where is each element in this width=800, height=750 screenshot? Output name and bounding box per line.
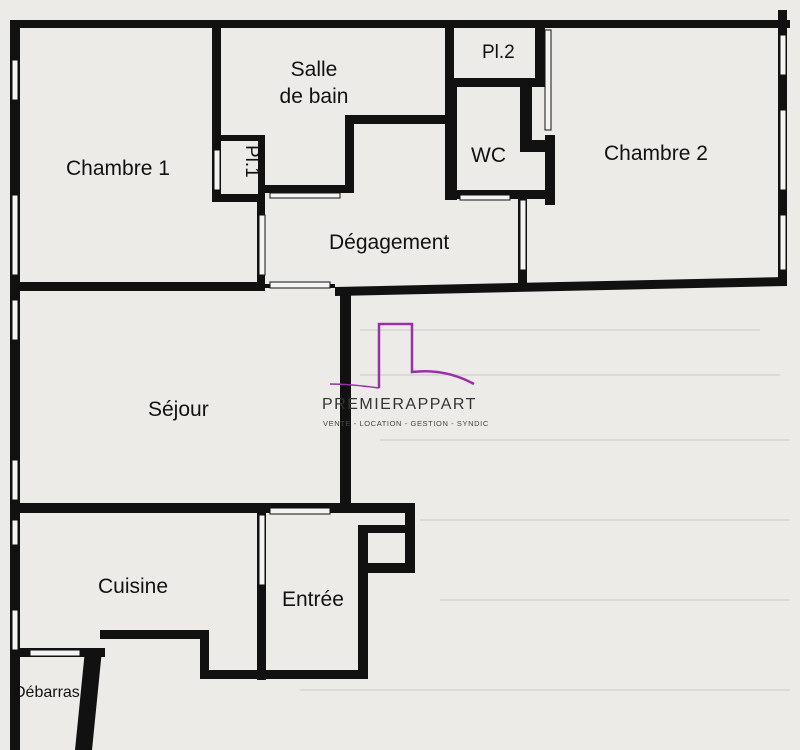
room-label-sejour: Séjour — [148, 398, 209, 421]
premierappart-logo: PREMIERAPPART VENTE - LOCATION - GESTION… — [322, 322, 489, 428]
room-label-entree: Entrée — [282, 588, 344, 611]
room-label-wc: WC — [471, 144, 506, 167]
walls — [10, 10, 790, 750]
room-label-chambre-2: Chambre 2 — [604, 142, 708, 165]
logo-building-icon — [329, 322, 475, 389]
logo-name: PREMIERAPPART — [322, 396, 477, 413]
logo-tagline: VENTE - LOCATION - GESTION - SYNDIC — [323, 419, 489, 428]
room-label-degagement: Dégagement — [329, 231, 449, 254]
room-label-chambre-1: Chambre 1 — [66, 157, 170, 180]
room-label-cuisine: Cuisine — [98, 575, 168, 598]
room-label-salle-de-bain-line2: de bain — [280, 85, 349, 108]
room-label-salle-de-bain-line1: Salle — [291, 58, 338, 81]
room-label-pl1: Pl.1 — [241, 145, 262, 178]
windows — [11, 29, 787, 657]
room-label-debarras: Débarras — [14, 684, 80, 701]
background-texture — [300, 329, 790, 691]
room-label-pl2: Pl.2 — [482, 42, 515, 63]
